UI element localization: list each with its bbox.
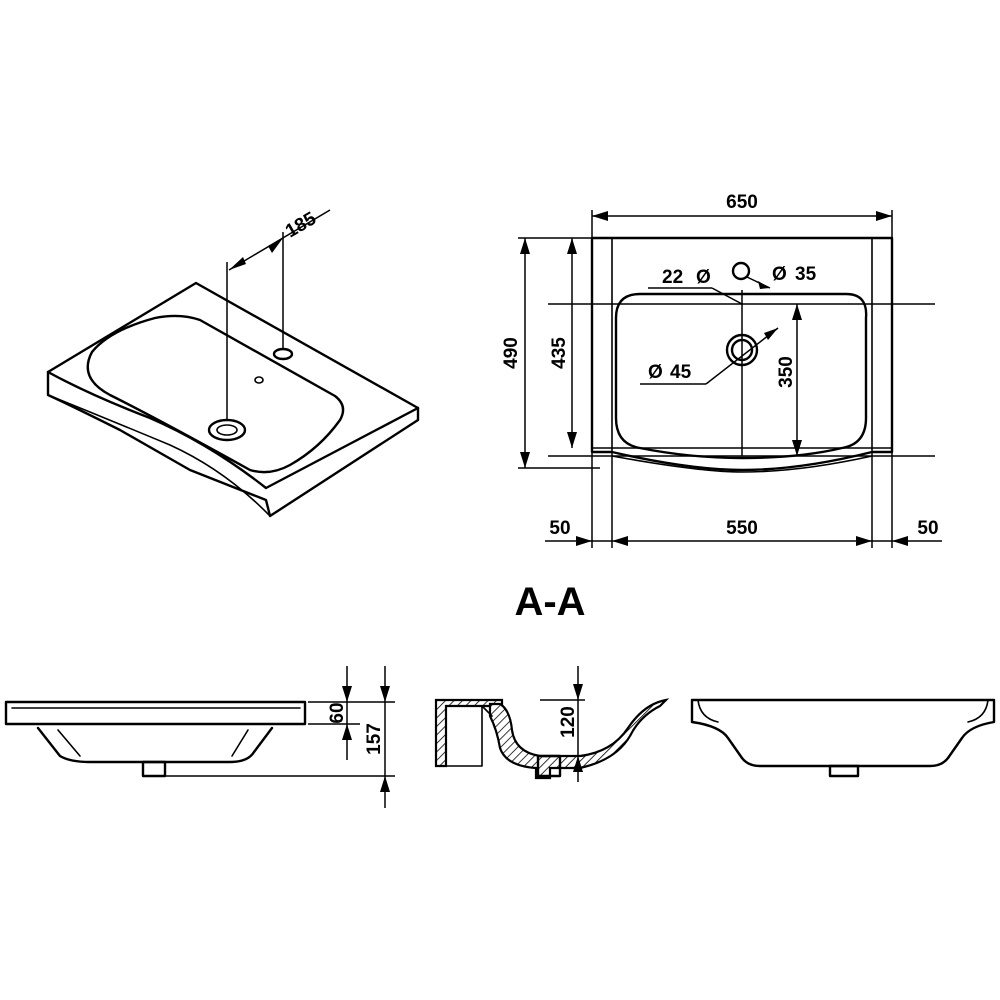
dim-650-label: 650 bbox=[726, 192, 758, 213]
iso-overflow-hole bbox=[254, 376, 264, 384]
top-drain-leader bbox=[705, 327, 779, 385]
iso-tap-hole bbox=[272, 347, 294, 361]
iso-dim-arrow-left bbox=[229, 257, 246, 270]
iso-slab-front-edge bbox=[46, 370, 420, 490]
dim-60-arrow-bottom bbox=[342, 724, 352, 740]
dim-120-arrow-top bbox=[573, 684, 583, 700]
section-inner-recess bbox=[445, 705, 483, 767]
iso-dim-arrow-right bbox=[268, 238, 283, 253]
dim-435-label: 435 bbox=[549, 337, 570, 369]
dim-435-arrow-bottom bbox=[567, 432, 577, 448]
dim-22-dia-symbol: Ø bbox=[696, 267, 711, 288]
dim-490-arrow-top bbox=[520, 238, 530, 254]
section-drain-pipe bbox=[536, 754, 562, 778]
dim-650-arrow-right bbox=[876, 211, 892, 221]
dim-350-arrow-top bbox=[792, 304, 802, 320]
top-drain-outer bbox=[725, 333, 759, 367]
top-tap-arrow bbox=[758, 281, 770, 289]
section-bowl-wall bbox=[488, 698, 670, 780]
isometric-view: 185 bbox=[46, 208, 420, 518]
section-title: A-A bbox=[514, 580, 585, 624]
dim-650-arrow-left bbox=[592, 211, 608, 221]
front-view bbox=[690, 698, 996, 778]
top-drain-arrow bbox=[764, 328, 778, 340]
dim-157-arrow-top bbox=[380, 686, 390, 702]
section-recess-edge bbox=[481, 705, 493, 717]
dim-45-dia-symbol: Ø bbox=[648, 362, 663, 383]
dim-50-right-arrow bbox=[892, 536, 908, 546]
dim-50-right-label: 50 bbox=[917, 518, 938, 539]
iso-basin-bowl bbox=[86, 314, 345, 474]
side-drain-pipe bbox=[141, 760, 167, 778]
dim-60-arrow-top bbox=[342, 686, 352, 702]
top-view: 650 490 435 350 50 550 50 22 Ø Ø bbox=[501, 192, 942, 548]
dim-60-label: 60 bbox=[327, 702, 348, 723]
dim-120-label: 120 bbox=[558, 706, 579, 738]
dim-45-label: 45 bbox=[670, 362, 692, 383]
dim-185-label: 185 bbox=[282, 208, 320, 242]
dim-50-left-arrow bbox=[576, 536, 592, 546]
top-drain-inner bbox=[730, 338, 754, 362]
iso-drain bbox=[207, 418, 247, 442]
iso-drain-inner bbox=[216, 424, 238, 436]
side-bowl-body bbox=[36, 726, 274, 764]
front-drain-pipe bbox=[828, 764, 860, 778]
top-bowl-outline bbox=[614, 292, 868, 460]
dim-50-left-label: 50 bbox=[549, 518, 570, 539]
dim-157-arrow-bottom bbox=[380, 776, 390, 792]
dim-350-arrow-bottom bbox=[792, 440, 802, 456]
front-outline bbox=[690, 698, 996, 768]
side-view: 60 157 bbox=[4, 666, 395, 808]
dim-120-arrow-bottom bbox=[573, 756, 583, 772]
dim-350-label: 350 bbox=[776, 356, 797, 388]
side-top-slab bbox=[4, 700, 307, 726]
front-rim-curves bbox=[697, 699, 989, 723]
dim-22-label: 22 bbox=[662, 267, 683, 288]
side-bowl-inner bbox=[57, 729, 249, 757]
dim-550-label: 550 bbox=[726, 518, 758, 539]
section-view: 120 bbox=[434, 666, 670, 782]
dim-435-arrow-top bbox=[567, 238, 577, 254]
top-tap-hole bbox=[731, 261, 751, 281]
dim-550-arrow-right bbox=[856, 536, 872, 546]
iso-slab-bottom-edge bbox=[47, 394, 271, 517]
top-overflow-leader bbox=[711, 287, 743, 305]
dim-550-arrow-left bbox=[612, 536, 628, 546]
dim-35-dia-symbol: Ø bbox=[772, 264, 787, 285]
dim-490-arrow-bottom bbox=[520, 452, 530, 468]
dim-35-label: 35 bbox=[795, 264, 817, 285]
dim-490-label: 490 bbox=[501, 337, 522, 369]
dim-157-label: 157 bbox=[364, 723, 385, 755]
top-front-curve bbox=[611, 455, 873, 473]
